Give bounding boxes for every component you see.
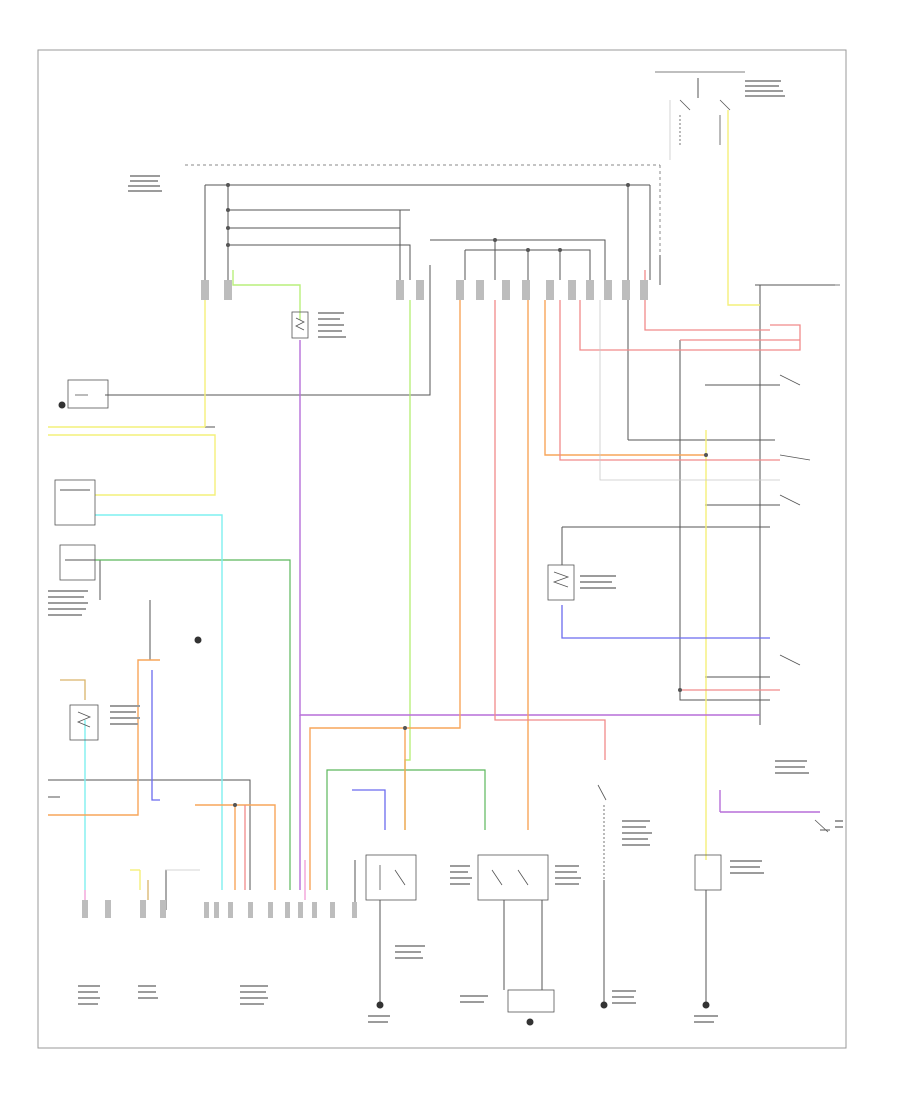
ground-2 [526, 1018, 534, 1026]
light-green-wires [232, 270, 411, 830]
green-wires [95, 559, 486, 890]
heater-control-panel [507, 989, 555, 1013]
splice-points [226, 183, 708, 807]
ambient-temp-sensor [69, 704, 99, 741]
ignition-switch [655, 71, 745, 145]
condenser-fan-motor-relay [477, 854, 549, 901]
illegible-labels [48, 80, 843, 1023]
ground-1 [376, 1001, 384, 1009]
radiator-fan-motor-relay [597, 784, 607, 880]
ground-5 [58, 401, 202, 644]
connector-top-left [54, 479, 96, 526]
ac-pressure-switch [67, 379, 109, 409]
orange-wires [48, 300, 706, 890]
cyan-wires [84, 514, 223, 890]
ground-3 [600, 1001, 608, 1009]
ac-cut-relay [365, 854, 417, 901]
fuse-block-pins [201, 280, 648, 300]
magnetic-clutch [59, 544, 96, 581]
red-wires [244, 270, 801, 890]
ground-4 [702, 1001, 710, 1009]
yellow-wires [48, 110, 760, 890]
purple-wires [299, 340, 820, 890]
black-wires [48, 78, 835, 1005]
relay-center [547, 564, 575, 601]
ac-amplifier [760, 284, 840, 833]
compressor-clutch-relay [694, 854, 722, 891]
ecm [82, 900, 357, 918]
blue-wires [151, 605, 770, 830]
diagram-frame [37, 49, 847, 1049]
tan-wires [60, 679, 149, 900]
evaporator-temp-sensor [291, 311, 309, 339]
gray-wires [165, 100, 780, 871]
